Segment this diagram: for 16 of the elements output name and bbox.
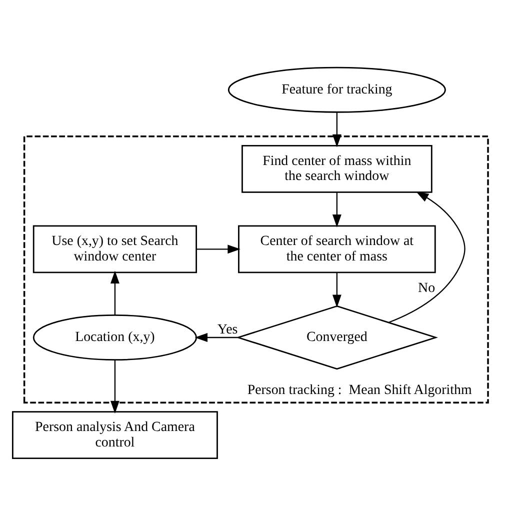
arrow — [332, 192, 342, 227]
node-box: Use (x,y) to set Search window center — [32, 224, 197, 273]
edge-label: No — [418, 280, 436, 296]
edge-label: Yes — [217, 322, 238, 338]
node-box: Person analysis And Camera control — [12, 410, 218, 459]
arrow — [196, 244, 240, 254]
node-ellipse: Location (x,y) — [32, 314, 198, 360]
arrow — [332, 272, 342, 308]
arrow — [388, 190, 466, 322]
node-ellipse: Feature for tracking — [228, 66, 446, 112]
arrow — [110, 270, 120, 315]
arrow — [110, 359, 120, 414]
node-box: Center of search window at the center of mass — [238, 224, 436, 273]
arrow — [332, 112, 342, 147]
node-box: Find center of mass within the search window — [242, 144, 432, 192]
arrow — [194, 332, 238, 342]
